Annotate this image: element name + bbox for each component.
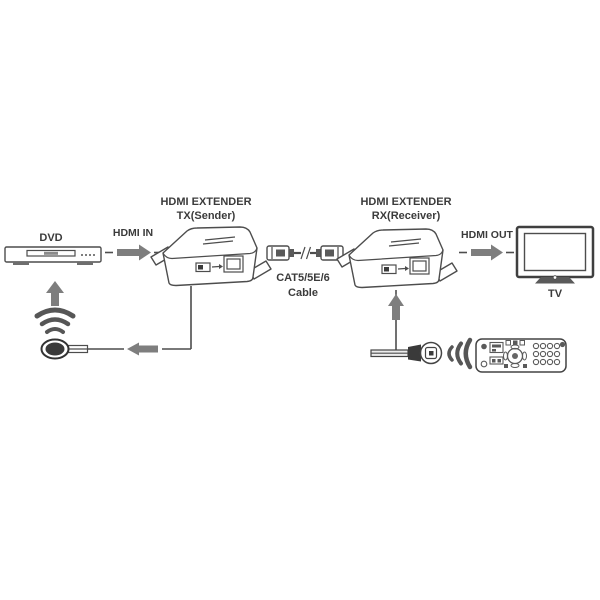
tv-icon (515, 225, 595, 284)
remote-control-icon (475, 338, 567, 373)
cable-label-line1: CAT5/5E/6 (276, 272, 330, 284)
rx-title-line1: HDMI EXTENDER (360, 196, 451, 208)
dvd-label: DVD (39, 232, 62, 244)
cable-label-line2: Cable (288, 287, 318, 299)
ir-receiver-icon (370, 341, 443, 365)
hdmi-out-arrow-icon (459, 244, 514, 261)
rx-rj45-port (409, 257, 430, 275)
cat-cable-icon (266, 245, 344, 261)
tv-label: TV (548, 288, 563, 300)
hdmi-out-label: HDMI OUT (461, 229, 513, 241)
rx-usb-port (381, 264, 409, 275)
dvd-up-arrow-icon (46, 281, 64, 306)
hdmi-in-label: HDMI IN (113, 227, 153, 239)
tx-title-line1: HDMI EXTENDER (160, 196, 251, 208)
rx-title-line2: RX(Receiver) (372, 210, 441, 222)
ir-waves-left-icon (447, 337, 473, 370)
ir-emitter-icon (40, 338, 89, 360)
ir-left-arrow-icon (127, 342, 158, 356)
tx-extender-icon (150, 226, 272, 287)
tx-usb-port (195, 262, 223, 273)
hdmi-in-arrow-icon (105, 244, 160, 261)
ir-waves-up-icon (34, 307, 76, 334)
tx-title-line2: TX(Sender) (177, 210, 236, 222)
dvd-player-icon (4, 246, 102, 265)
tx-ir-path-line (88, 286, 192, 350)
rx-up-arrow-icon (388, 294, 404, 320)
rx-extender-icon (336, 228, 458, 289)
tx-rj45-port (223, 255, 244, 273)
dvd-tray-button (44, 251, 58, 255)
